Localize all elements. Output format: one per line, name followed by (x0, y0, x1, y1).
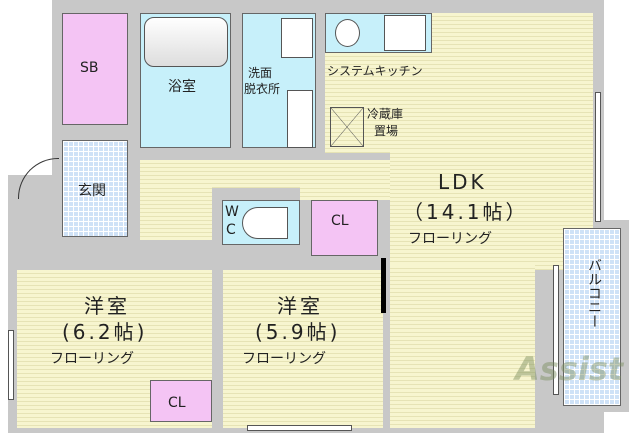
entrance-door (18, 158, 59, 199)
sb-label: SB (80, 60, 99, 76)
bath-label: 浴室 (168, 79, 196, 95)
sink-icon (287, 90, 313, 148)
western1-size: (6.2帖) (62, 320, 148, 344)
washroom-label-1: 洗面 (248, 66, 273, 80)
western2-floor (223, 270, 383, 428)
ldk-floor (390, 150, 593, 270)
balcony-label: バルコニー (586, 258, 602, 328)
bathtub-icon (144, 17, 228, 67)
window (595, 92, 601, 222)
washroom-label-2: 脱衣所 (244, 82, 281, 96)
ldk-floor (390, 265, 535, 428)
ldk-name: LDK (438, 170, 487, 194)
western2-name: 洋室 (277, 294, 323, 318)
window (8, 330, 14, 400)
toilet-icon (242, 207, 288, 239)
fridge-label-1: 冷蔵庫 (367, 107, 404, 121)
western2-size: (5.9帖) (255, 320, 341, 344)
ldk-floor-label: フローリング (408, 231, 492, 247)
hall-floor (140, 185, 212, 240)
wc-label-c: C (226, 222, 236, 238)
entrance-label: 玄関 (78, 183, 106, 199)
closet-top (311, 200, 378, 256)
hall-floor (300, 185, 390, 200)
fridge-label-2: 置場 (374, 124, 399, 138)
hall-floor (140, 160, 390, 188)
sb-storage (62, 13, 128, 125)
balcony (563, 228, 621, 406)
closet-top-label: CL (331, 213, 349, 229)
stove-icon (335, 19, 360, 47)
entrance (62, 140, 128, 237)
watermark-logo: Assist (515, 350, 624, 388)
fridge-space-icon (330, 107, 364, 147)
ldk-size: （14.1帖） (403, 200, 529, 224)
closet-bottom (150, 380, 212, 422)
western2-floor-label: フローリング (242, 351, 326, 367)
washing-machine-icon (281, 18, 313, 58)
partition-wall (381, 258, 386, 313)
closet-bottom-label: CL (168, 395, 186, 411)
kitchen-sink-icon (384, 15, 426, 51)
wc-label-w: W (225, 204, 239, 220)
western1-floor-label: フローリング (50, 351, 134, 367)
kitchen-label: システムキッチン (327, 64, 423, 78)
western1-name: 洋室 (84, 294, 130, 318)
window (247, 425, 352, 431)
balcony-door (553, 265, 559, 395)
